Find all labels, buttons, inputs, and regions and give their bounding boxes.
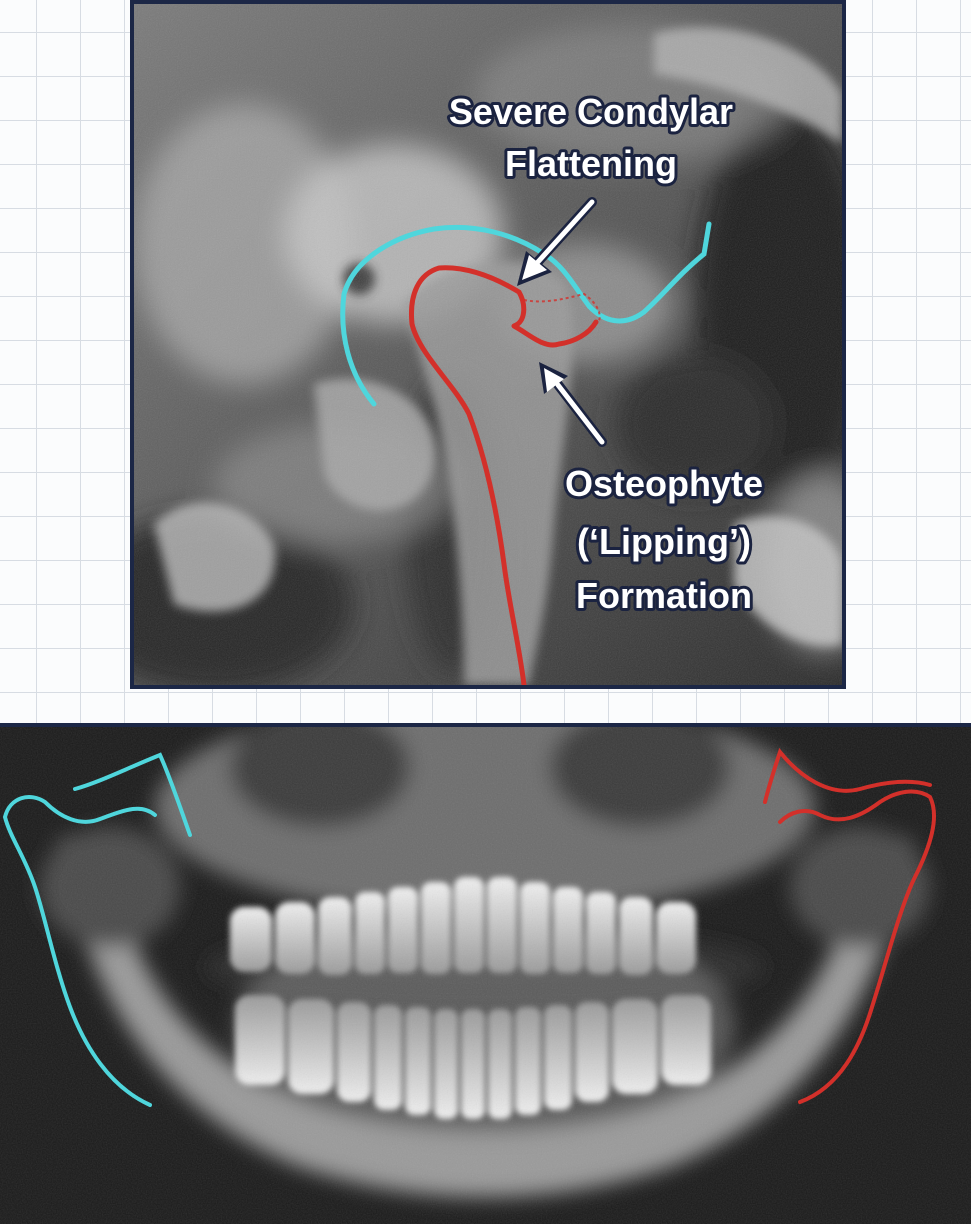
right-red-outline [778, 789, 937, 1104]
section-divider [0, 723, 971, 727]
tmj-xray-panel: Severe Condylar Flattening Osteophyte (‘… [130, 0, 846, 689]
left-cyan-outline [2, 795, 157, 1107]
flattening-label-line1: Severe Condylar [449, 91, 733, 132]
lipping-dashed-outline [523, 292, 601, 325]
flattening-label-line2: Flattening [505, 143, 677, 184]
osteophyte-label-line3: Formation [576, 575, 752, 616]
red-condyle-outline [408, 265, 599, 685]
panoramic-xray-panel [0, 727, 971, 1224]
flattening-arrow [517, 197, 597, 286]
panoramic-xray-image [0, 727, 971, 1224]
osteophyte-label-line1: Osteophyte [565, 463, 763, 504]
left-cyan-eminence [73, 752, 192, 837]
osteophyte-arrow [539, 362, 607, 447]
osteophyte-label-line2: (‘Lipping’) [577, 521, 751, 562]
cyan-fossa-outline [340, 221, 712, 407]
tmj-xray-image: Severe Condylar Flattening Osteophyte (‘… [134, 4, 842, 685]
right-red-eminence [763, 747, 932, 804]
